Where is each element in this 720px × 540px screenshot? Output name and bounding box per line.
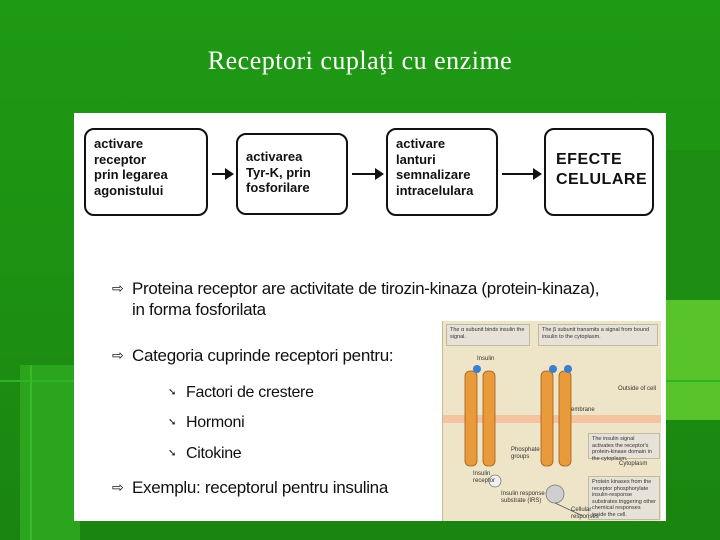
bullet-dot-icon: ➘ (168, 387, 177, 398)
note-text: The β subunit transmits a signal from bo… (542, 327, 650, 340)
decor-line (30, 365, 32, 540)
flow-line: fosforilare (246, 180, 310, 195)
receptor-subunit (558, 370, 572, 467)
bullet-dot-icon: ➘ (168, 448, 177, 459)
irs-label: Insulin response substrate (IRS) (501, 491, 545, 504)
slide-title: Receptori cuplaţi cu enzime (207, 46, 513, 75)
flow-box-activation: activare receptor prin legarea agonistul… (84, 128, 208, 216)
bullet-arrow-icon: ⇨ (112, 479, 124, 495)
bullet-line: in forma fosforilata (132, 300, 266, 319)
step-note: Protein kinases from the receptor phosph… (588, 476, 660, 520)
cellular-label: Cellular responses (571, 507, 599, 520)
flow-line: lanturi (396, 151, 436, 167)
bullet-line: Citokine (186, 445, 242, 462)
flow-arrow (352, 168, 384, 180)
bullet-line: Factori de crestere (186, 384, 314, 401)
insulin-molecule (564, 365, 572, 373)
response-arrow (554, 502, 584, 517)
flow-line: receptor (94, 151, 147, 167)
phosphate-group (488, 474, 502, 488)
bullet-line: Proteina receptor are activitate de tiro… (132, 279, 600, 298)
insulin-molecule (473, 365, 481, 373)
flow-arrow (212, 168, 234, 180)
bullet-line: Exemplu: receptorul pentru insulina (132, 478, 388, 497)
insulin-label: Insulin (477, 356, 495, 362)
flow-line: prin legarea (94, 167, 168, 182)
flow-line: CELULARE (556, 171, 648, 188)
outside-label: Outside of cell (618, 386, 657, 392)
bullet-main: ⇨ Exemplu: receptorul pentru insulina (112, 477, 432, 498)
flow-line: semnalizare (396, 167, 471, 182)
flow-line: Tyr-K, prin (246, 164, 311, 180)
insulin-molecule (549, 365, 557, 373)
bullet-line: Hormoni (186, 414, 245, 431)
bullet-main: ⇨ Proteina receptor are activitate de ti… (112, 278, 652, 320)
flow-box-effects: EFECTE CELULARE (544, 128, 654, 216)
receptor-subunit (464, 370, 478, 467)
sub-bullet: ➘ Citokine (168, 444, 386, 464)
slide-content: activare receptor prin legarea agonistul… (74, 113, 666, 521)
sub-bullet: ➘ Factori de crestere (168, 383, 386, 403)
insulin-receptor-figure: The α subunit binds insulin the signal. … (442, 321, 661, 521)
step-note: The α subunit binds insulin the signal. (446, 324, 530, 346)
bullet-dot-icon: ➘ (168, 417, 177, 428)
flow-line: agonistului (94, 182, 164, 198)
note-text: The α subunit binds insulin the signal. (450, 327, 525, 340)
bullet-arrow-icon: ⇨ (112, 347, 124, 363)
bullet-arrow-icon: ⇨ (112, 280, 124, 296)
receptor-subunit (482, 370, 496, 467)
flow-arrow (502, 168, 542, 180)
flow-line: activare (396, 136, 446, 151)
flow-diagram: activare receptor prin legarea agonistul… (74, 113, 666, 223)
membrane-label: Membrane (566, 407, 595, 413)
receptor-label: Insulin receptor (473, 471, 496, 484)
bullet-line: Categoria cuprinde receptori pentru: (132, 346, 394, 365)
flow-box-tyrk: activarea Tyr-K, prin fosforilare (236, 133, 348, 215)
flow-box-signaling: activare lanturi semnalizare intracelula… (386, 128, 498, 216)
irs-molecule (545, 484, 565, 504)
note-text: Protein kinases from the receptor phosph… (592, 479, 656, 518)
cytoplasm-label: Cytoplasm (619, 461, 648, 467)
flow-line: intracelulara (396, 182, 474, 198)
note-text: The insulin signal activates the recepto… (592, 436, 652, 462)
decor-block (20, 365, 80, 540)
sub-bullet: ➘ Hormoni (168, 413, 386, 433)
receptor-subunit (540, 370, 554, 467)
flow-line: activare (94, 136, 144, 151)
step-note: The insulin signal activates the recepto… (588, 433, 660, 462)
flow-line: EFECTE (556, 151, 623, 168)
phosphate-label: Phosphate groups (511, 447, 540, 460)
step-note: The β subunit transmits a signal from bo… (538, 324, 658, 346)
flow-line: activarea (246, 149, 303, 164)
bullet-main: ⇨ Categoria cuprinde receptori pentru: (112, 345, 432, 366)
